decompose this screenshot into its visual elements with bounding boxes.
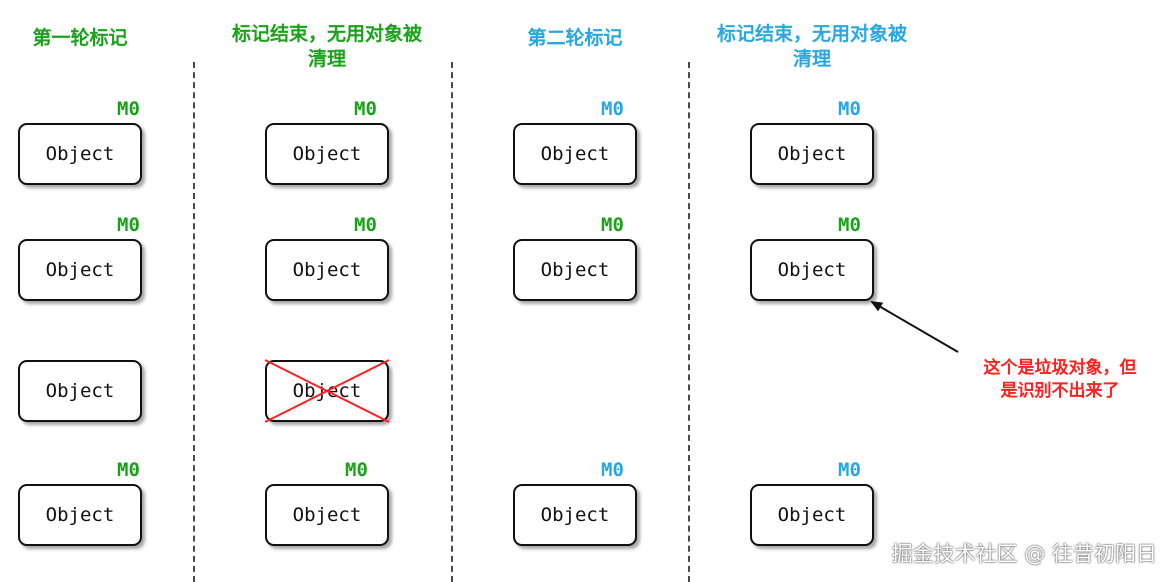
object-box: Object (265, 239, 389, 301)
object-label: Object (45, 259, 115, 281)
mark-label: M0 (601, 459, 624, 481)
column-title-first-marking: 第一轮标记 (32, 27, 128, 49)
mark-label: M0 (354, 214, 377, 236)
object-box: Object (18, 123, 142, 185)
object-box-cleared: Object (264, 359, 390, 423)
object-label: Object (777, 504, 847, 526)
mark-label: M0 (117, 214, 140, 236)
mark-label: M0 (838, 214, 861, 236)
column-title-second-marking: 第二轮标记 (527, 27, 623, 49)
object-label: Object (540, 259, 610, 281)
mark-label: M0 (601, 214, 624, 236)
garbage-annotation: 这个是垃圾对象，但 是识别不出来了 (983, 358, 1137, 401)
object-box: Object (513, 123, 637, 185)
object-box: Object (513, 484, 637, 546)
mark-label: M0 (838, 98, 861, 120)
object-box: Object (18, 239, 142, 301)
mark-label: M0 (838, 459, 861, 481)
column-title-cleanup-1: 标记结束，无用对象被 清理 (231, 23, 422, 70)
object-label: Object (45, 504, 115, 526)
object-label: Object (292, 143, 362, 165)
object-label: Object (45, 143, 115, 165)
mark-label: M0 (117, 459, 140, 481)
column-divider-3 (688, 62, 690, 582)
object-box-garbage: Object (750, 239, 874, 301)
mark-label: M0 (601, 98, 624, 120)
object-box: Object (18, 484, 142, 546)
object-box: Object (750, 484, 874, 546)
object-label: Object (777, 143, 847, 165)
column-divider-2 (451, 62, 453, 582)
mark-label: M0 (354, 98, 377, 120)
object-label: Object (292, 504, 362, 526)
object-label: Object (45, 380, 115, 402)
object-box: Object (750, 123, 874, 185)
object-label: Object (540, 504, 610, 526)
watermark: 掘金技术社区 @ 往昔初阳日 (891, 542, 1157, 566)
cleared-cross-icon (264, 359, 390, 423)
object-box-unmarked: Object (18, 360, 142, 422)
object-label: Object (292, 259, 362, 281)
object-label: Object (777, 259, 847, 281)
mark-label: M0 (345, 459, 368, 481)
object-box: Object (513, 239, 637, 301)
mark-label: M0 (117, 98, 140, 120)
object-label: Object (540, 143, 610, 165)
column-divider-1 (193, 62, 195, 582)
object-box: Object (265, 484, 389, 546)
object-box: Object (265, 123, 389, 185)
column-title-cleanup-2: 标记结束，无用对象被 清理 (716, 23, 907, 70)
